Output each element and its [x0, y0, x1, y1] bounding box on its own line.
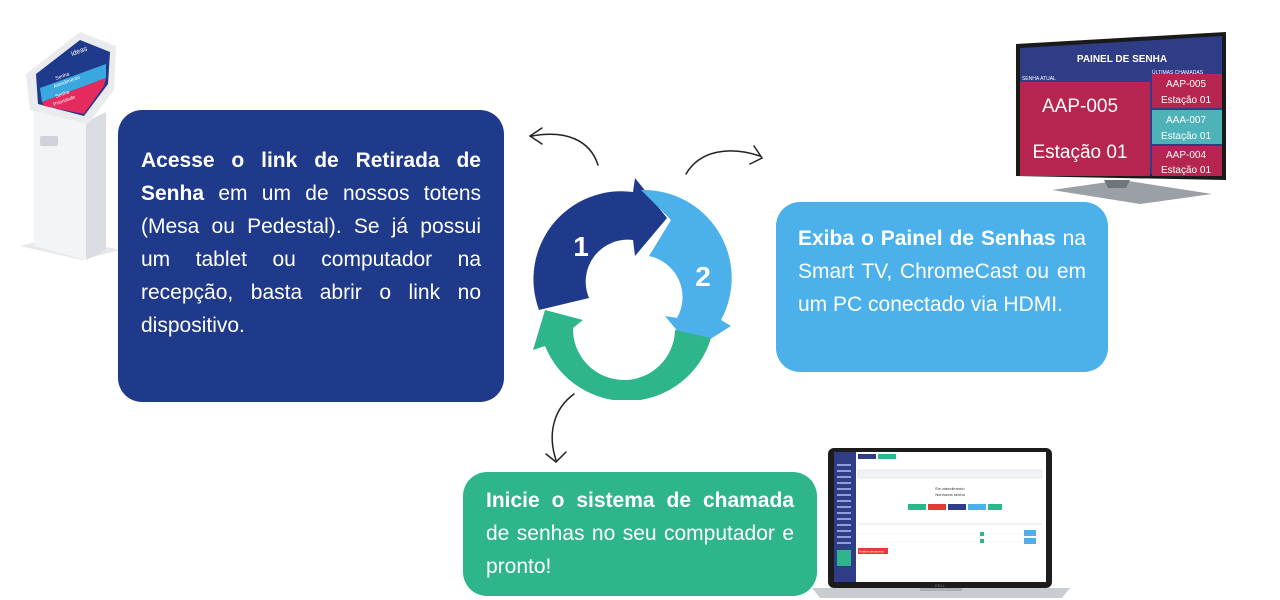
cycle-diagram: 1 2 3 [533, 178, 732, 400]
tv-recent-station-2: Estação 01 [1161, 131, 1211, 142]
tv-recent-station-1: Estação 01 [1161, 95, 1211, 106]
step-1-body: em um de nossos totens (Mesa ou Pedestal… [141, 182, 481, 337]
tv-recent-station-3: Estação 01 [1161, 165, 1211, 176]
laptop-heading: Em atendimento [935, 486, 965, 491]
arrow-to-step-2-head [749, 145, 764, 165]
step-1-text: Acesse o link de Retirada de Senha em um… [141, 144, 481, 342]
step-1-number: 1 [573, 231, 589, 262]
tv-current-station: Estação 01 [1032, 142, 1127, 163]
kiosk-illustration: ideas Senha Atendimento Senha Prioridade [20, 32, 120, 260]
tv-recent-code-1: AAP-005 [1166, 79, 1206, 90]
arrow-to-step-1 [531, 133, 599, 166]
cycle-segment-2 [641, 189, 732, 350]
tv-title: PAINEL DE SENHA [1077, 54, 1167, 65]
cycle-segment-1 [533, 178, 667, 310]
laptop-finish-button: Finalizar atendimento [859, 550, 884, 554]
tv-current-panel [1020, 82, 1150, 176]
step-2-body: na Smart TV, ChromeCast ou em um PC cone… [798, 227, 1086, 316]
tv-recent-code-3: AAP-004 [1166, 150, 1206, 161]
arrow-to-step-1-head [528, 127, 543, 145]
tv-recent-label: ÚLTIMAS CHAMADAS [1152, 69, 1204, 76]
laptop-subheading: Nenhuma senha [935, 492, 965, 497]
step-1-box: Acesse o link de Retirada de Senha em um… [118, 110, 504, 402]
arrow-to-step-3-head [545, 451, 567, 464]
step-1-bold: Acesse o link de Retirada de Senha [141, 149, 481, 205]
laptop-brand: DELL [935, 583, 946, 588]
step-3-body: de senhas no seu computador e pronto! [486, 522, 794, 578]
arrow-to-step-2 [685, 150, 761, 175]
step-2-text: Exiba o Painel de Senhas na Smart TV, Ch… [798, 222, 1086, 321]
kiosk-screen-line-1: Senha [55, 71, 71, 82]
tv-current-code: AAP-005 [1042, 96, 1118, 117]
step-3-box: Inicie o sistema de chamada de senhas no… [463, 472, 817, 596]
tv-current-label: SENHA ATUAL [1022, 76, 1056, 82]
step-2-number: 2 [695, 261, 711, 292]
laptop-illustration: Em atendimento Nenhuma senha Finalizar a… [812, 448, 1070, 598]
step-3-number: 3 [611, 348, 627, 379]
kiosk-screen-line-3: Senha [55, 89, 71, 100]
step-2-bold: Exiba o Painel de Senhas [798, 227, 1056, 250]
tv-recent-row-1 [1152, 74, 1222, 108]
cycle-segment-3 [533, 310, 711, 400]
step-3-bold: Inicie o sistema de chamada [486, 489, 794, 512]
tv-recent-row-3 [1152, 146, 1222, 176]
arrow-to-step-3 [551, 393, 575, 461]
tv-recent-row-2 [1152, 110, 1222, 144]
tv-recent-code-2: AAA-007 [1166, 115, 1206, 126]
step-3-text: Inicie o sistema de chamada de senhas no… [486, 484, 794, 583]
step-2-box: Exiba o Painel de Senhas na Smart TV, Ch… [776, 202, 1108, 372]
tv-illustration: PAINEL DE SENHA SENHA ATUAL ÚLTIMAS CHAM… [1016, 32, 1226, 204]
